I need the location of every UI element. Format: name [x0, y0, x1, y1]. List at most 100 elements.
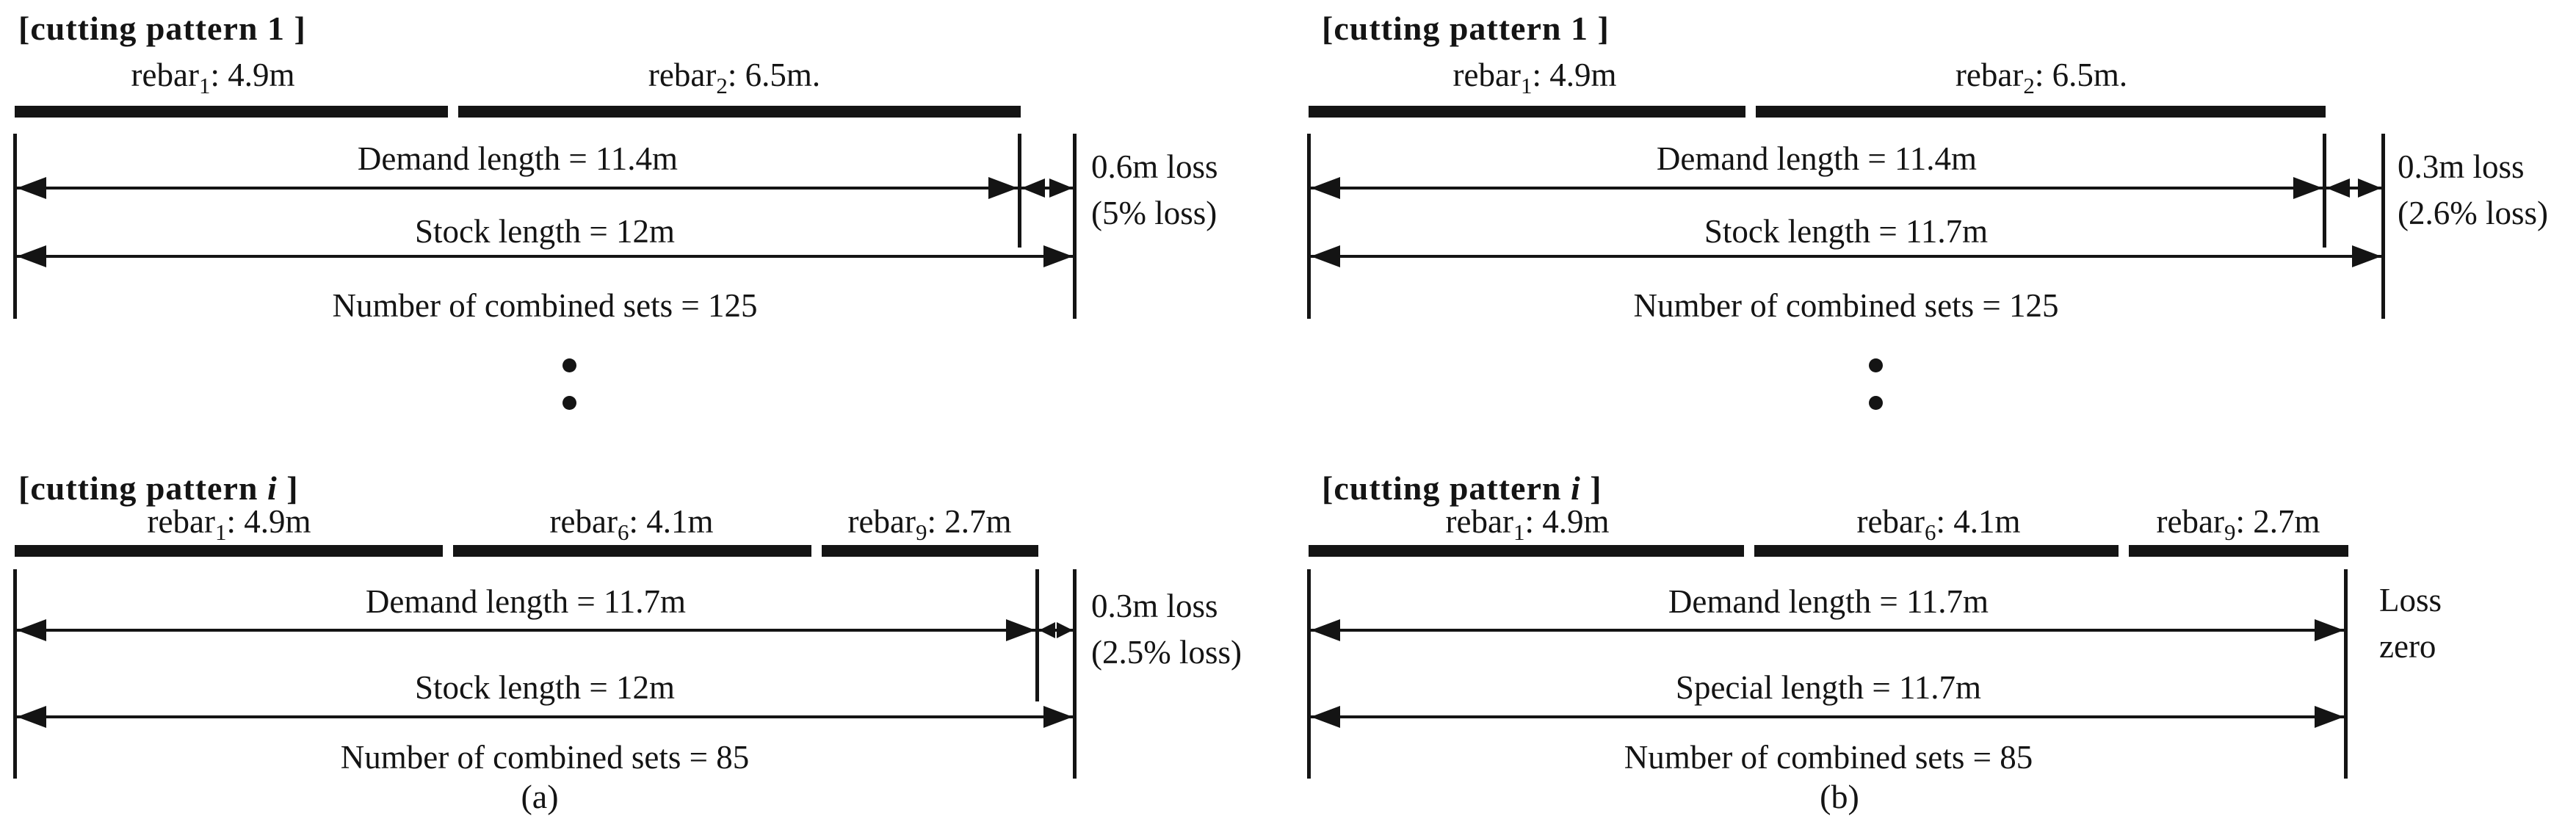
rebar-bar [1754, 545, 2119, 557]
stock-extension-line [1073, 134, 1077, 319]
stock-extension-line [1073, 569, 1077, 779]
arrowhead-left-icon [1311, 245, 1340, 267]
left-extension-line [1307, 569, 1311, 779]
demand-dimension-arrow [17, 619, 1035, 641]
loss-label: Loss zero [2379, 577, 2442, 670]
panel-caption-b: (b) [1820, 778, 1859, 815]
rebar-name: rebar [1856, 503, 1925, 540]
arrowhead-right-icon [1043, 706, 1073, 728]
rebar-name: rebar [847, 503, 916, 540]
rebar-label: rebar2: 6.5m. [1887, 56, 2196, 99]
rebar-subscript: 9 [2224, 519, 2236, 545]
combined-sets-label: Number of combined sets = 85 [1624, 739, 2033, 776]
left-extension-line [1307, 134, 1311, 319]
special-extension-line [2344, 569, 2348, 779]
arrowhead-right-icon [1006, 619, 1035, 641]
pattern-title: [cutting pattern i ] [1322, 469, 1602, 508]
ellipsis-dot [562, 358, 576, 372]
arrowhead-right-icon [1049, 178, 1073, 198]
rebar-label: rebar6: 4.1m [1792, 502, 2085, 546]
arrowhead-right-icon [1043, 245, 1073, 267]
rebar-bar [1309, 545, 1744, 557]
pattern-title-prefix: [cutting pattern [18, 469, 267, 507]
stock-dimension-arrow [17, 245, 1073, 267]
rebar-length: : 2.7m [927, 503, 1012, 540]
rebar-name: rebar [648, 57, 717, 93]
rebar-length: : 4.1m [1936, 503, 2021, 540]
ellipsis-dot [1869, 358, 1883, 372]
loss-gap-arrow [1039, 622, 1073, 638]
demand-dimension-arrow [1311, 177, 2323, 199]
rebar-bar [15, 106, 448, 118]
arrowhead-left-icon [17, 245, 46, 267]
rebar-subscript: 6 [1924, 519, 1936, 545]
stock-length-label: Stock length = 11.7m [1704, 213, 1989, 250]
rebar-subscript: 9 [915, 519, 927, 545]
demand-length-label: Demand length = 11.7m [1668, 583, 1989, 620]
loss-percent: zero [2379, 628, 2436, 665]
ellipsis-dot [562, 396, 576, 410]
rebar-length: : 4.9m [226, 503, 311, 540]
rebar-name: rebar [1452, 57, 1521, 93]
arrowhead-left-icon [2326, 178, 2350, 198]
rebar-bar [453, 545, 811, 557]
arrowhead-left-icon [1311, 619, 1340, 641]
demand-length-label: Demand length = 11.4m [357, 140, 679, 177]
rebar-name: rebar [1955, 57, 2024, 93]
demand-length-label: Demand length = 11.7m [365, 583, 687, 620]
pattern-title-prefix: [cutting pattern [18, 10, 267, 47]
loss-gap-arrow [1021, 178, 1073, 198]
rebar-subscript: 2 [716, 73, 728, 98]
demand-extension-line [2323, 134, 2326, 248]
rebar-length: : 2.7m [2235, 503, 2320, 540]
loss-percent: (5% loss) [1091, 195, 1218, 231]
special-length-label: Special length = 11.7m [1675, 669, 1982, 706]
rebar-subscript: 1 [198, 73, 211, 98]
pattern-title: [cutting pattern i ] [18, 469, 299, 508]
pattern-title-suffix: ] [277, 469, 299, 507]
combined-sets-label: Number of combined sets = 125 [1633, 287, 2059, 324]
rebar-subscript: 2 [2023, 73, 2035, 98]
stock-extension-line [2381, 134, 2385, 319]
pattern-title-index: 1 [267, 10, 285, 47]
rebar-label: rebar9: 2.7m [783, 502, 1077, 546]
loss-label: 0.3m loss (2.5% loss) [1091, 583, 1242, 676]
arrowhead-right-icon [2315, 706, 2344, 728]
arrowhead-left-icon [1021, 178, 1045, 198]
arrowhead-right-icon [988, 177, 1018, 199]
rebar-bar [2129, 545, 2348, 557]
rebar-name: rebar [147, 503, 215, 540]
rebar-name: rebar [2156, 503, 2224, 540]
rebar-bar [458, 106, 1021, 118]
loss-amount: 0.3m loss [1091, 588, 1218, 624]
rebar-bar [822, 545, 1038, 557]
arrowhead-right-icon [2293, 177, 2323, 199]
pattern-title-index: i [267, 469, 278, 507]
rebar-length: : 6.5m. [2034, 57, 2128, 93]
arrowhead-right-icon [2352, 245, 2381, 267]
loss-percent: (2.6% loss) [2398, 195, 2548, 231]
rebar-label: rebar1: 4.9m [1381, 502, 1674, 546]
loss-gap-arrow [2326, 178, 2381, 198]
pattern-title-index: 1 [1570, 10, 1588, 47]
left-extension-line [13, 134, 17, 319]
rebar-length: : 6.5m. [727, 57, 821, 93]
loss-label: 0.6m loss (5% loss) [1091, 144, 1218, 237]
arrowhead-left-icon [17, 619, 46, 641]
special-dimension-arrow [1311, 706, 2344, 728]
pattern-title: [cutting pattern 1 ] [18, 9, 306, 48]
pattern-title-index: i [1570, 469, 1581, 507]
arrowhead-right-icon [2358, 178, 2381, 198]
rebar-subscript: 1 [1513, 519, 1525, 545]
demand-dimension-arrow [1311, 619, 2344, 641]
rebar-label: rebar6: 4.1m [485, 502, 778, 546]
arrowhead-left-icon [17, 706, 46, 728]
rebar-label: rebar9: 2.7m [2091, 502, 2385, 546]
demand-length-label: Demand length = 11.4m [1656, 140, 1978, 177]
ellipsis-dot [1869, 396, 1883, 410]
panel-caption-a: (a) [521, 778, 559, 815]
demand-dimension-arrow [17, 177, 1018, 199]
rebar-subscript: 6 [617, 519, 629, 545]
pattern-title-suffix: ] [1580, 469, 1602, 507]
rebar-length: : 4.9m [1524, 503, 1610, 540]
